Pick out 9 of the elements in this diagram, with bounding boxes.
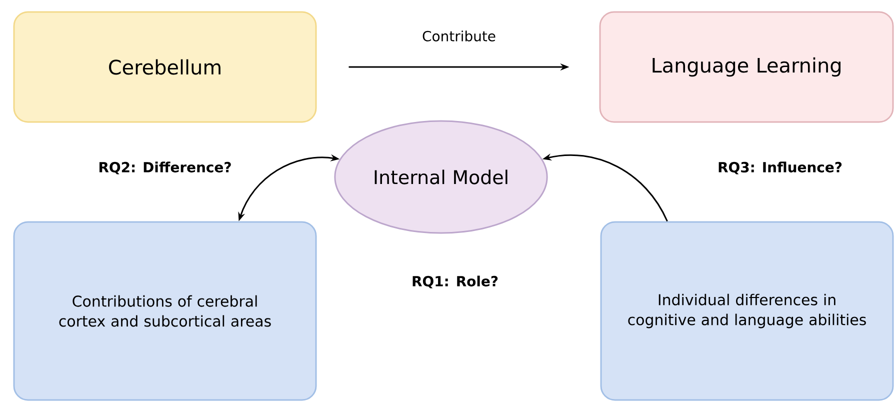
rounded-box: Individual differences in cognitive and language abilities <box>600 221 894 401</box>
ellipse-node: Internal Model <box>334 120 548 234</box>
rounded-box: Cerebellum <box>13 11 317 123</box>
rounded-box: Language Learning <box>599 11 894 123</box>
edge-label: Contribute <box>422 30 496 42</box>
edge-label: RQ3: Influence? <box>718 162 842 174</box>
rounded-box: Contributions of cerebral cortex and subcortical areas <box>13 221 317 401</box>
edge-label: RQ2: Difference? <box>100 162 231 174</box>
question-label: RQ1: Role? <box>412 276 498 288</box>
